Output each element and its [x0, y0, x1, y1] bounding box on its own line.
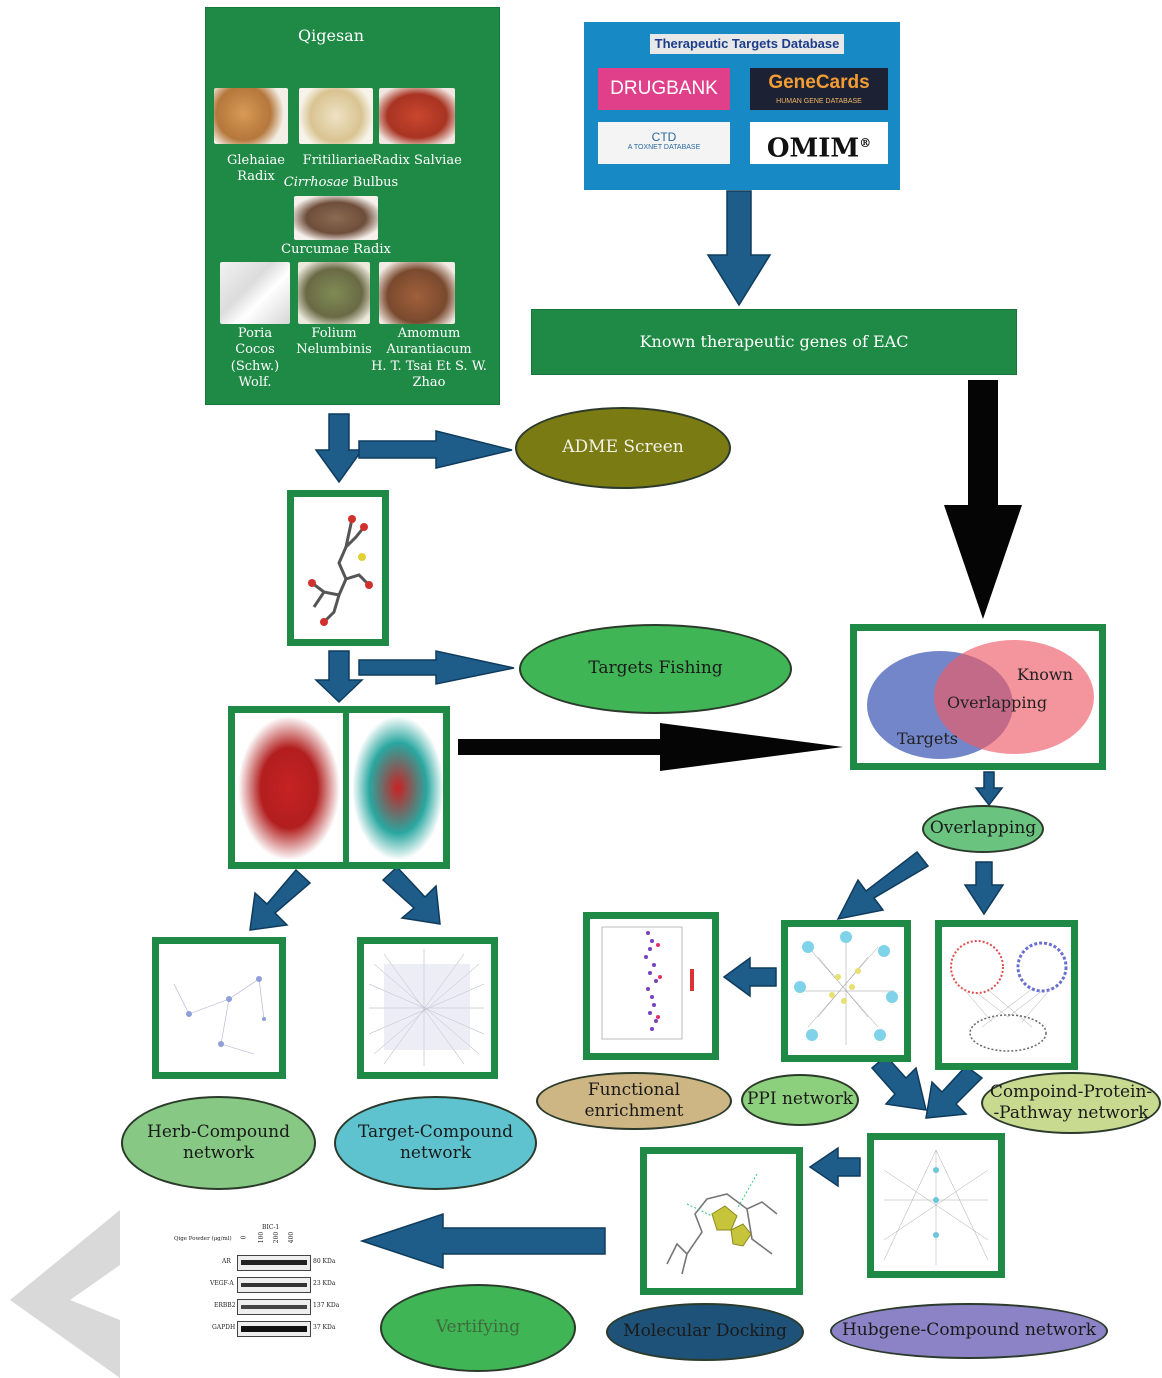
docking-thumbnail	[666, 1173, 778, 1275]
wb-row-vegf-label: VEGF-A	[210, 1280, 234, 1287]
wb-row-vegf-band	[237, 1277, 311, 1293]
arrow-known-down	[944, 380, 1022, 619]
venn-diagram	[867, 640, 1094, 759]
arrow-to-cpp	[963, 861, 1005, 916]
herb-photo-folium	[298, 262, 370, 324]
venn-overlapping-label: Overlapping	[947, 693, 1048, 712]
herb-photo-amomum	[379, 262, 455, 324]
ppi-network-node: PPI network	[741, 1074, 859, 1126]
wb-row-gapdh-label: GAPDH	[212, 1324, 236, 1331]
vertifying-node: Vertifying	[380, 1284, 576, 1372]
database-panel: Therapeutic Targets Database DRUGBANK Ge…	[584, 22, 900, 190]
arrow-compound-down	[314, 650, 364, 704]
wb-dose-200: 200	[273, 1231, 281, 1244]
herb-label-folium: Folium Nelumbinis	[296, 326, 372, 358]
drugbank-logo: DRUGBANK	[598, 68, 730, 110]
herb-label-amomum: Amomum Aurantiacum H. T. Tsai Et S. W. Z…	[371, 326, 487, 390]
molecule-icon	[308, 515, 373, 626]
protein-structure-left	[239, 717, 339, 859]
molecular-docking-node: Molecular Docking	[606, 1303, 804, 1361]
protein-divider	[343, 713, 349, 862]
herb-photo-salviae	[379, 88, 455, 144]
western-blot: BIC-1 Qige Powder (μg/ml) 0 100 200 400 …	[170, 1224, 342, 1342]
cpp-network-node: Compoind-Protein- -Pathway network	[981, 1072, 1161, 1134]
target-compound-network-frame	[357, 937, 498, 1079]
wb-dose-400: 400	[288, 1231, 296, 1244]
overlapping-node: Overlapping	[922, 805, 1044, 853]
cirrhosae-rest: Bulbus	[352, 175, 399, 190]
arrow-to-target-compound	[381, 865, 441, 925]
known-genes-box: Known therapeutic genes of EAC	[531, 309, 1017, 375]
arrow-to-fishing	[358, 650, 515, 685]
wb-row-gapdh-band	[237, 1321, 311, 1337]
protein-structure-right	[353, 717, 443, 859]
ppi-network-frame	[781, 920, 911, 1062]
wb-group-label: BIC-1	[262, 1224, 280, 1231]
herb-photo-fritiliariae	[299, 88, 373, 144]
hubgene-compound-node: Hubgene-Compound network	[830, 1303, 1108, 1359]
wb-dose-0: 0	[240, 1235, 248, 1240]
arrow-to-ppi	[836, 850, 930, 921]
herb-compound-thumbnail	[173, 976, 266, 1055]
arrow-venn-down	[974, 771, 1004, 807]
arrow-proteins-to-venn	[458, 723, 843, 771]
venn-known-label: Known	[1017, 665, 1073, 684]
herbs-title: Qigesan	[298, 26, 364, 45]
herb-label-poria: Poria Cocos (Schw.) Wolf.	[230, 326, 280, 390]
molecular-docking-frame	[640, 1147, 803, 1295]
wb-row-erbb2-band	[237, 1299, 311, 1315]
genecards-logo: GeneCards HUMAN GENE DATABASE	[750, 68, 888, 110]
dot-plot-thumbnail	[601, 926, 694, 1040]
herb-label-fritiliariae: Fritiliariae	[302, 153, 374, 168]
venn-targets-label: Targets	[897, 729, 958, 748]
targets-fishing-node: Targets Fishing	[519, 624, 792, 714]
arrow-to-functional	[722, 956, 777, 998]
wb-row-ar-band	[237, 1255, 311, 1271]
database-header: Therapeutic Targets Database	[650, 34, 844, 54]
arrow-ppi-to-hub	[870, 1054, 927, 1111]
wb-row-erbb2-label: ERBB2	[214, 1302, 236, 1309]
wb-dose-100: 100	[258, 1231, 266, 1244]
target-compound-node: Target-Compound network	[334, 1096, 537, 1190]
omim-logo: OMIM®	[750, 122, 888, 164]
herb-photo-curcumae	[294, 196, 378, 240]
wb-dose-label: Qige Powder (μg/ml)	[174, 1236, 232, 1242]
target-compound-thumbnail	[368, 949, 485, 1066]
herbs-panel: Qigesan Glehaiae Radix Fritiliariae Radi…	[205, 7, 500, 405]
adme-screen-node: ADME Screen	[515, 407, 731, 489]
arrow-to-herb-compound	[249, 868, 312, 931]
herb-compound-node: Herb-Compound network	[121, 1096, 316, 1190]
arrow-cpp-to-hub	[925, 1064, 984, 1119]
arrow-herbs-down	[314, 413, 364, 484]
arrow-db-down	[706, 190, 772, 307]
wb-row-erbb2-kda: 137 KDa	[313, 1302, 340, 1309]
ctd-logo: CTD A TOXNET DATABASE	[598, 122, 730, 164]
wb-row-ar-label: AR	[222, 1258, 231, 1265]
compound-structure-frame	[287, 490, 389, 646]
herb-photo-poria	[220, 262, 290, 324]
functional-enrichment-plot-frame	[583, 912, 719, 1060]
herb-label-curcumae: Curcumae Radix	[281, 242, 391, 257]
functional-enrichment-node: Functional enrichment	[536, 1072, 732, 1130]
cpp-network-frame	[935, 920, 1078, 1070]
cpp-network-thumbnail	[950, 940, 1068, 1052]
arrow-docking-to-verify	[359, 1212, 606, 1270]
herb-photo-glehaiae	[214, 88, 288, 144]
arrow-hub-to-docking	[808, 1146, 861, 1188]
hubgene-thumbnail	[883, 1149, 989, 1265]
cirrhosae-italic: Cirrhosae	[283, 175, 349, 190]
herb-label-cirrhosae: Cirrhosae Bulbus	[266, 175, 416, 191]
hubgene-network-frame	[867, 1133, 1005, 1278]
ppi-network-thumbnail	[794, 931, 898, 1045]
venn-diagram-frame: Known Overlapping Targets	[850, 624, 1106, 770]
wb-row-vegf-kda: 23 KDa	[313, 1280, 336, 1287]
wb-row-ar-kda: 80 KDa	[313, 1258, 336, 1265]
herb-compound-network-frame	[152, 937, 286, 1079]
herb-label-glehaiae: Glehaiae Radix	[227, 153, 285, 185]
herb-label-salviae: Radix Salviae	[372, 153, 462, 168]
wb-row-gapdh-kda: 37 KDa	[313, 1324, 336, 1331]
arrow-to-adme	[358, 430, 513, 469]
protein-structures-frame	[228, 706, 450, 869]
